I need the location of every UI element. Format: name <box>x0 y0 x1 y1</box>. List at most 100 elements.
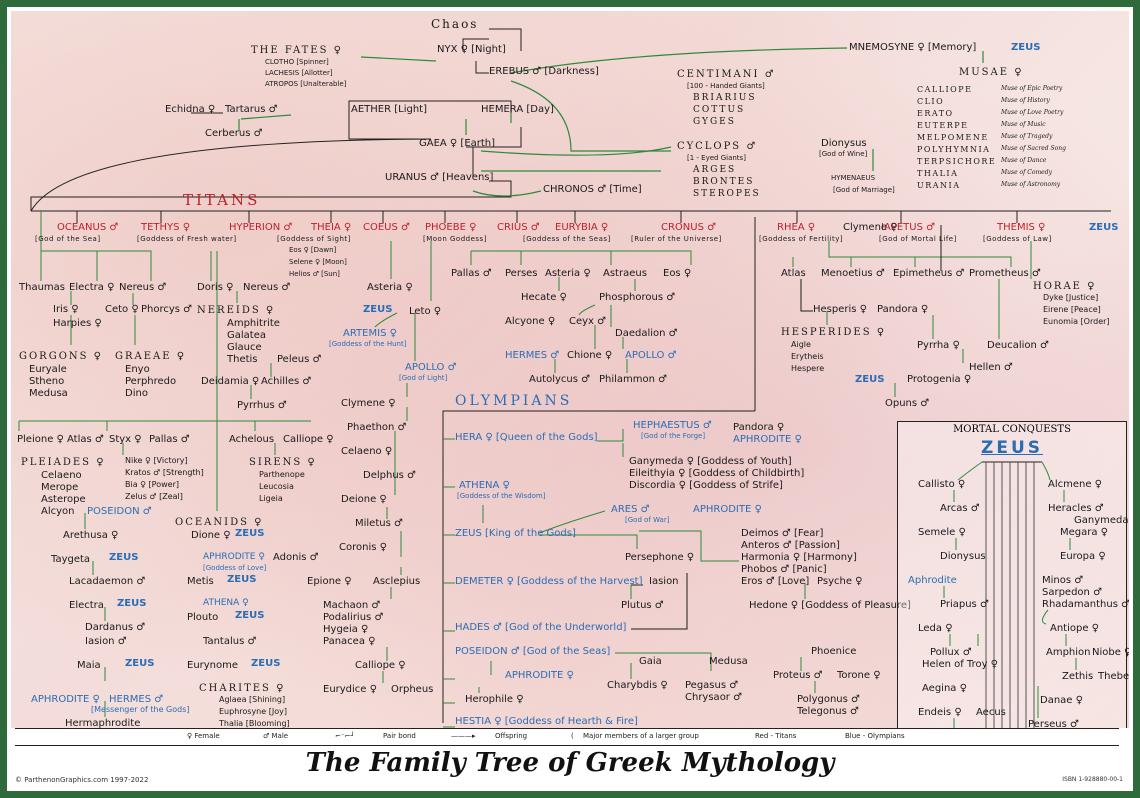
doris-node: Doris ♀ <box>197 282 234 293</box>
asclepius-child: Machaon ♂ <box>323 600 381 611</box>
hymenaeus-node: HYMENAEUS <box>831 174 876 182</box>
nereid-member: Galatea <box>227 330 266 341</box>
musae-header: MUSAE ♀ <box>959 67 1024 78</box>
epione-node: Epione ♀ <box>307 576 352 587</box>
leto-node: Leto ♀ <box>409 306 442 317</box>
maia-node: Maia <box>77 660 101 671</box>
centimani-member: GYGES <box>693 117 736 127</box>
deidamia-node: Deidamia ♀ <box>201 376 260 387</box>
phaethon-node: Phaethon ♂ <box>347 422 407 433</box>
ares-child: Deimos ♂ [Fear] <box>741 528 824 539</box>
astraeus-node: Astraeus <box>603 268 647 279</box>
mortal-zeus-node: ZEUS <box>981 438 1043 458</box>
zeus-electra-node: ZEUS <box>117 598 147 609</box>
pyrrha-node: Pyrrha ♀ <box>917 340 960 351</box>
connector <box>466 127 522 148</box>
chaos-node: Chaos <box>431 17 479 31</box>
connector <box>240 114 292 120</box>
muse-name: URANIA <box>917 181 961 190</box>
aphrodite-ares-node: APHRODITE ♀ <box>693 504 762 515</box>
connector <box>40 211 152 281</box>
echidna-node: Echidna ♀ <box>165 104 216 115</box>
daedalion-node: Daedalion ♂ <box>615 328 678 339</box>
hedone-node: Hedone ♀ [Goddess of Pleasure] <box>749 600 911 611</box>
charites-member: Aglaea [Shining] <box>219 695 286 704</box>
mortal-right-node: Heracles ♂ <box>1048 503 1104 514</box>
mortal-right-node: Sarpedon ♂ <box>1042 587 1103 598</box>
athena-mid-node: ATHENA ♀ <box>459 480 510 491</box>
charites-header: CHARITES ♀ <box>199 683 286 694</box>
hesperides-member: Hespere <box>791 364 825 373</box>
cerberus-node: Cerberus ♂ <box>205 128 263 139</box>
atlas-left-node: Atlas ♂ <box>67 434 104 445</box>
mortal-right-node: Rhadamanthus ♂ <box>1042 599 1129 610</box>
pandora-node: Pandora ♀ <box>877 304 929 315</box>
electra-pleiad-node: Electra <box>69 600 104 611</box>
herophile-node: Herophile ♀ <box>465 694 524 705</box>
charites-member: Thalia [Blooming] <box>219 719 290 728</box>
legend-bar: ♀ Female ♂ Male ⌐⁻⌐┘ Pair bond ———▸ Offs… <box>15 728 1119 746</box>
plouto-node: Plouto <box>187 612 219 623</box>
mortal-connector <box>957 461 983 481</box>
dardanus-node: Dardanus ♂ <box>85 622 146 633</box>
mortal-right-node: Alcmene ♀ <box>1048 479 1103 490</box>
sirens-header: SIRENS ♀ <box>249 457 317 468</box>
pleiad-member: Celaeno <box>41 470 82 481</box>
harpies-node: Harpies ♀ <box>53 318 102 329</box>
pleiad-member: Asterope <box>41 494 86 505</box>
titan-node: THEMIS ♀ <box>997 222 1046 233</box>
graeae-member: Dino <box>125 388 148 399</box>
mortal-connector <box>1041 461 1051 481</box>
mortal-left-node: Aphrodite <box>908 575 957 586</box>
gorgon-member: Stheno <box>29 376 65 387</box>
connector-lines <box>18 28 1111 728</box>
connector <box>510 80 671 152</box>
mortal-right-node: Megara ♀ <box>1060 527 1108 538</box>
mortal-connector <box>1042 609 1049 625</box>
pleiad-member: Merope <box>41 482 79 493</box>
hermaphrodite-node: Hermaphrodite <box>65 718 141 729</box>
deione-node: Deione ♀ <box>341 494 387 505</box>
legend-pair: Pair bond <box>383 732 416 740</box>
muse-name: TERPSICHORE <box>917 157 997 166</box>
isbn: ISBN 1-928880-00-1 <box>1062 776 1123 783</box>
artemis-sub: [Goddess of the Hunt] <box>329 340 407 348</box>
hecate-node: Hecate ♀ <box>521 292 567 303</box>
erebus-node: EREBUS ♂ [Darkness] <box>489 66 599 77</box>
asclepius-node: Asclepius <box>373 576 421 587</box>
gaia-node: Gaia <box>639 656 662 667</box>
pleione-node: Pleione ♀ <box>17 434 64 445</box>
connector <box>510 47 848 74</box>
arethusa-node: Arethusa ♀ <box>63 530 119 541</box>
titan-node: COEUS ♂ <box>363 222 410 233</box>
alcyone-node: Alcyone ♀ <box>505 316 556 327</box>
horae-header: HORAE ♀ <box>1033 281 1097 292</box>
nyx-node: NYX ♀ [Night] <box>437 44 506 55</box>
titan-node: THEIA ♀ <box>311 222 352 233</box>
epimetheus-node: Epimetheus ♂ <box>893 268 965 279</box>
orpheus-node: Orpheus <box>391 684 434 695</box>
dione-node: Dione ♀ <box>191 530 231 541</box>
mortal-left-node: Dionysus <box>940 551 986 562</box>
hestia-node: HESTIA ♀ [Goddess of Hearth & Fire] <box>455 716 638 727</box>
connector <box>631 573 688 630</box>
gaea-node: GAEA ♀ [Earth] <box>419 138 496 149</box>
legend-group-symbol: ( <box>571 732 574 740</box>
mortal-right-node: Minos ♂ <box>1042 575 1084 586</box>
titan-node: PHOEBE ♀ <box>425 222 477 233</box>
mortal-conquests-box: MORTAL CONQUESTS ZEUS Callisto ♀Arcas ♂S… <box>897 421 1129 741</box>
legend-olympians: Blue - Olympians <box>845 732 905 740</box>
miletus-node: Miletus ♂ <box>355 518 403 529</box>
titan-node: IAPETUS ♂ <box>881 222 936 233</box>
persephone-node: Persephone ♀ <box>625 552 695 563</box>
connector <box>348 100 512 113</box>
connector <box>800 279 813 312</box>
poster-title: The Family Tree of Greek Mythology <box>305 748 835 778</box>
connector <box>480 146 672 156</box>
mortal-right-node: Zethis <box>1062 671 1094 682</box>
legend-titans: Red - Titans <box>755 732 797 740</box>
aphrodite-love-node: APHRODITE ♀ <box>203 552 265 562</box>
phosphorous-node: Phosphorous ♂ <box>599 292 676 303</box>
styx-child: Nike ♀ [Victory] <box>125 456 188 465</box>
mortal-left-node: Aecus <box>976 707 1006 718</box>
